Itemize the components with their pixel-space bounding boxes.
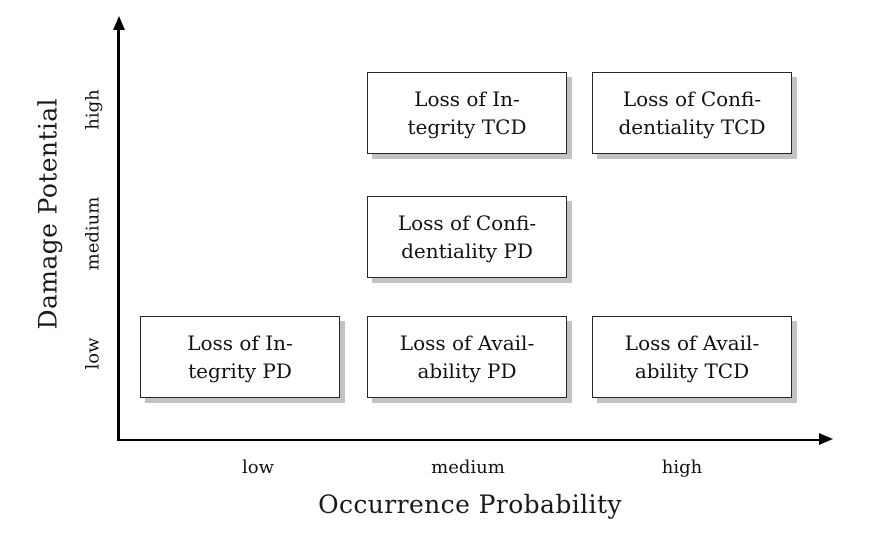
risk-box-line-1: Loss of Avail- <box>399 330 535 355</box>
risk-box-line-1: Loss of Confi- <box>397 210 537 235</box>
risk-box-line-2: dentiality TCD <box>618 115 766 139</box>
risk-box-loss-of-availability-pd[interactable]: Loss of Avail- ability PD <box>367 316 567 398</box>
risk-box-loss-of-integrity-tcd[interactable]: Loss of In- tegrity TCD <box>367 72 567 154</box>
x-axis-tick-medium: medium <box>431 457 505 478</box>
y-axis-title: Damage Potential <box>33 98 63 330</box>
risk-box-line-2: dentiality PD <box>401 239 533 263</box>
y-axis-tick-medium: medium <box>82 196 104 271</box>
risk-box-loss-of-confidentiality-pd[interactable]: Loss of Confi- dentiality PD <box>367 196 567 278</box>
risk-box-line-2: tegrity PD <box>188 359 292 383</box>
x-axis-title: Occurrence Probability <box>318 490 622 519</box>
risk-box-line-2: ability PD <box>417 359 517 383</box>
x-axis-tick-high: high <box>661 457 703 478</box>
risk-box-line-1: Loss of In- <box>187 330 293 355</box>
risk-box-loss-of-integrity-pd[interactable]: Loss of In- tegrity PD <box>140 316 340 398</box>
x-axis-line <box>117 438 823 441</box>
risk-box-line-2: ability TCD <box>634 359 750 383</box>
risk-box-line-2: tegrity TCD <box>407 115 527 139</box>
y-axis-tick-high: high <box>82 89 104 130</box>
y-axis-tick-low: low <box>82 337 104 370</box>
y-axis-line <box>117 28 120 441</box>
risk-box-loss-of-availability-tcd[interactable]: Loss of Avail- ability TCD <box>592 316 792 398</box>
risk-box-line-1: Loss of Confi- <box>622 86 762 111</box>
risk-box-loss-of-confidentiality-tcd[interactable]: Loss of Confi- dentiality TCD <box>592 72 792 154</box>
x-axis-arrow-icon <box>819 432 833 445</box>
x-axis-tick-low: low <box>241 457 274 478</box>
risk-box-line-1: Loss of In- <box>414 86 520 111</box>
risk-box-line-1: Loss of Avail- <box>624 330 760 355</box>
y-axis-arrow-icon <box>112 16 125 30</box>
